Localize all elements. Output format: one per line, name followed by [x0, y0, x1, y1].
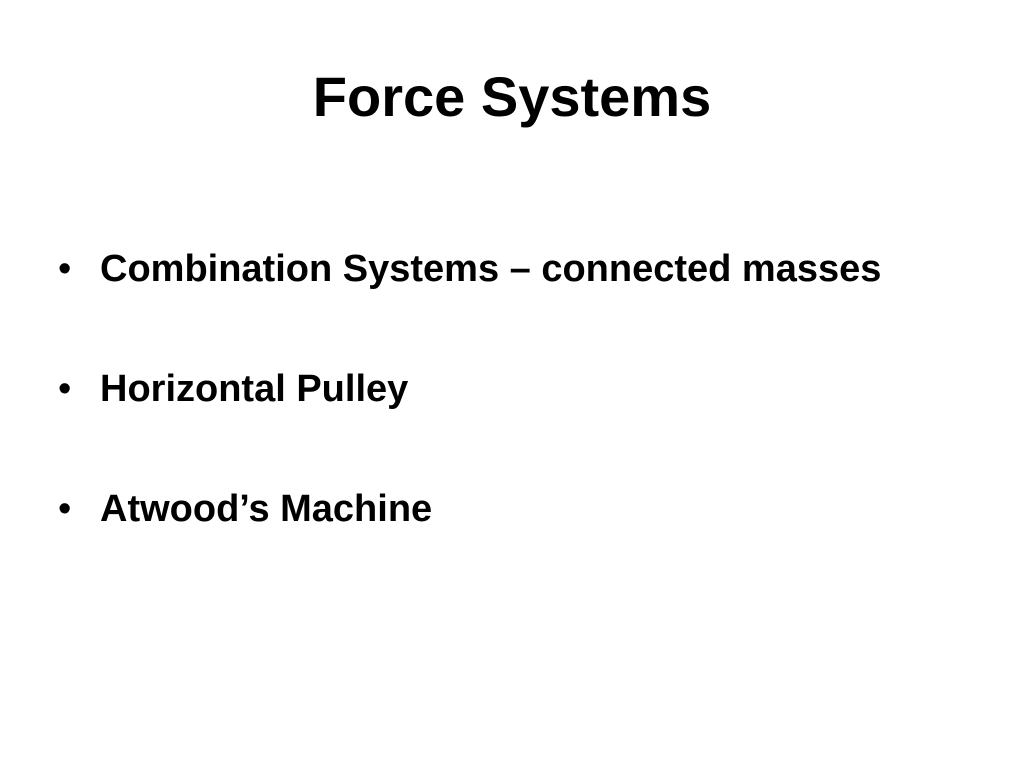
bullet-marker: • — [58, 368, 72, 410]
bullet-item-combination-systems: • Combination Systems – connected masses — [58, 246, 918, 292]
bullet-marker: • — [58, 248, 72, 290]
bullet-item-atwoods-machine: • Atwood’s Machine — [58, 486, 918, 532]
bullet-list: • Combination Systems – connected masses… — [58, 246, 918, 606]
bullet-marker: • — [58, 488, 72, 530]
bullet-item-horizontal-pulley: • Horizontal Pulley — [58, 366, 918, 412]
bullet-text: Horizontal Pulley — [100, 368, 409, 410]
slide-title: Force Systems — [312, 65, 712, 128]
bullet-text: Atwood’s Machine — [100, 488, 433, 530]
bullet-text: Combination Systems – connected masses — [100, 248, 882, 290]
